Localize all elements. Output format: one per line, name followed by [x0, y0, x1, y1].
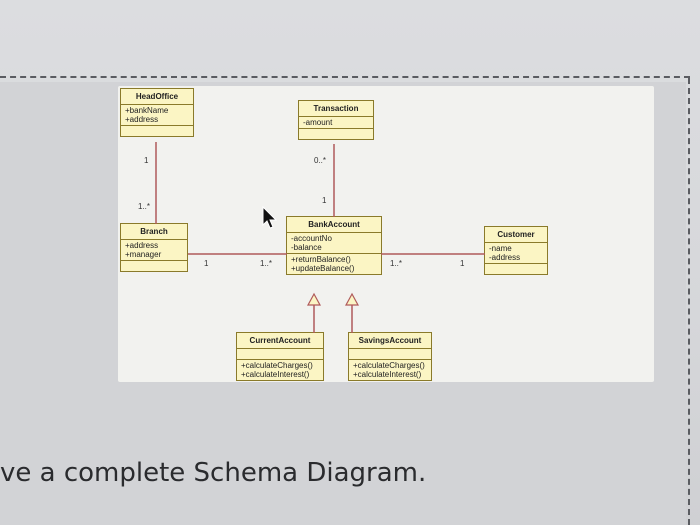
class-branch: Branch +address +manager — [120, 223, 188, 272]
attribute: +address — [125, 115, 159, 124]
class-title: BankAccount — [287, 217, 381, 233]
operation: +calculateInterest() — [241, 370, 310, 379]
operation: +returnBalance() — [291, 255, 351, 264]
multiplicity-label: 1..* — [390, 259, 403, 268]
class-attributes: -name -address — [485, 243, 547, 264]
operation: +updateBalance() — [291, 264, 355, 273]
generalization-arrowhead — [344, 292, 360, 306]
class-customer: Customer -name -address — [484, 226, 548, 275]
multiplicity-label: 1..* — [260, 259, 273, 268]
class-title: CurrentAccount — [237, 333, 323, 349]
multiplicity-label: 1..* — [138, 202, 151, 211]
multiplicity-label: 1 — [460, 259, 465, 268]
attribute: -accountNo — [291, 234, 332, 243]
multiplicity-label: 0..* — [314, 156, 327, 165]
class-operations: +returnBalance() +updateBalance() — [287, 254, 381, 274]
class-attributes: -accountNo -balance — [287, 233, 381, 254]
class-headoffice: HeadOffice +bankName +address — [120, 88, 194, 137]
class-bankaccount: BankAccount -accountNo -balance +returnB… — [286, 216, 382, 275]
class-attributes: +address +manager — [121, 240, 187, 261]
attribute: -balance — [291, 243, 322, 252]
class-title: HeadOffice — [121, 89, 193, 105]
class-savingsaccount: SavingsAccount +calculateCharges() +calc… — [348, 332, 432, 381]
attribute: +bankName — [125, 106, 169, 115]
multiplicity-label: 1 — [144, 156, 149, 165]
dashed-border-right — [688, 78, 690, 525]
mouse-pointer-icon — [262, 206, 278, 229]
class-operations: +calculateCharges() +calculateInterest() — [349, 360, 431, 380]
class-title: Transaction — [299, 101, 373, 117]
operation: +calculateCharges() — [241, 361, 313, 370]
class-operations: +calculateCharges() +calculateInterest() — [237, 360, 323, 380]
attribute: +address — [125, 241, 159, 250]
class-attributes: +bankName +address — [121, 105, 193, 126]
class-title: Branch — [121, 224, 187, 240]
question-text: ve a complete Schema Diagram. — [0, 458, 427, 488]
class-attributes — [237, 349, 323, 360]
multiplicity-label: 1 — [322, 196, 327, 205]
dashed-border-top — [0, 76, 690, 78]
attribute: -amount — [303, 118, 333, 127]
association-lines — [155, 142, 485, 333]
class-currentaccount: CurrentAccount +calculateCharges() +calc… — [236, 332, 324, 381]
operation: +calculateCharges() — [353, 361, 425, 370]
multiplicity-label: 1 — [204, 259, 209, 268]
class-title: Customer — [485, 227, 547, 243]
attribute: -address — [489, 253, 521, 262]
class-transaction: Transaction -amount — [298, 100, 374, 140]
class-title: SavingsAccount — [349, 333, 431, 349]
attribute: -name — [489, 244, 512, 253]
uml-diagram: HeadOffice +bankName +address Transactio… — [118, 86, 654, 382]
class-attributes — [349, 349, 431, 360]
class-attributes: -amount — [299, 117, 373, 129]
attribute: +manager — [125, 250, 162, 259]
generalization-arrowhead — [306, 292, 322, 306]
operation: +calculateInterest() — [353, 370, 422, 379]
